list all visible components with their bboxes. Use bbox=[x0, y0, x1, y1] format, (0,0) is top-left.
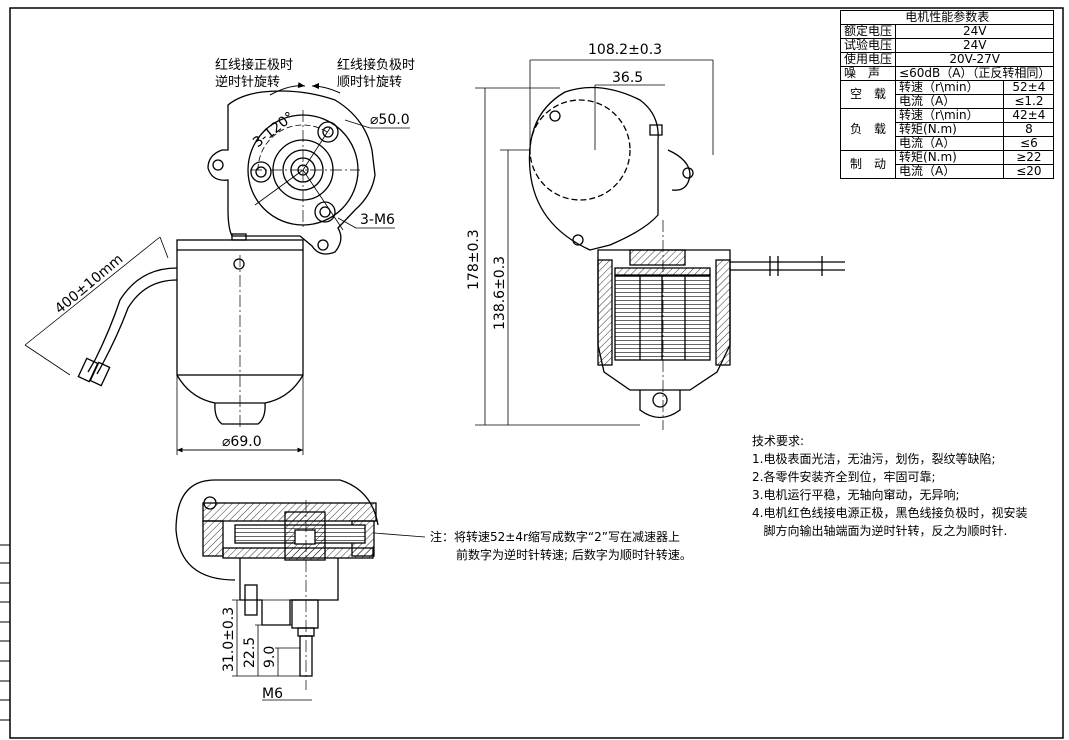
spec-value: 20V-27V bbox=[895, 52, 1055, 67]
spec-label: 转矩(N.m) bbox=[895, 122, 1005, 137]
tech-item: 4.电机红色线接电源正极，黑色线接负极时，视安装 bbox=[752, 506, 1028, 520]
spec-value: 8 bbox=[1003, 122, 1055, 137]
spec-group: 负 载 bbox=[839, 108, 897, 151]
tech-item: 3.电机运行平稳，无轴向窜动，无异响; bbox=[752, 488, 960, 502]
technical-requirements: 技术要求: 1.电极表面光洁，无油污，划伤，裂纹等缺陷; 2.各零件安装齐全到位… bbox=[752, 432, 1027, 540]
spec-label: 额定电压 bbox=[839, 24, 897, 39]
spec-label: 电流（A） bbox=[895, 136, 1005, 151]
tech-title: 技术要求: bbox=[752, 434, 805, 448]
spec-label: 电流（A） bbox=[895, 164, 1005, 179]
spec-group: 制 动 bbox=[839, 150, 897, 179]
spec-value: ≤60dB（A）（正反转相同） bbox=[895, 66, 1055, 81]
spec-label: 使用电压 bbox=[839, 52, 897, 67]
note-line-1: 注：将转速52±4r缩写成数字“2”写在减速器上 bbox=[430, 530, 680, 544]
spec-label: 电流（A） bbox=[895, 94, 1005, 109]
rotation-cw-label-1: 红线接负极时 bbox=[337, 58, 416, 73]
tech-item: 脚方向输出轴端面为逆时针转，反之为顺时针. bbox=[752, 524, 1008, 538]
tech-item: 1.电极表面光洁，无油污，划伤，裂纹等缺陷; bbox=[752, 452, 996, 466]
spec-label: 试验电压 bbox=[839, 38, 897, 53]
tech-item: 2.各零件安装齐全到位，牢固可靠; bbox=[752, 470, 936, 484]
spec-label: 转速（r\min） bbox=[895, 80, 1005, 95]
offset-dim: 36.5 bbox=[612, 70, 644, 86]
spec-group: 空 载 bbox=[839, 80, 897, 109]
speed-note: 注：将转速52±4r缩写成数字“2”写在减速器上 前数字为逆时针转速; 后数字为… bbox=[430, 528, 692, 564]
spec-title: 电机性能参数表 bbox=[839, 10, 1055, 25]
section-view bbox=[175, 479, 426, 701]
height2-dim: 138.6±0.3 bbox=[492, 255, 508, 330]
width-dim: 108.2±0.3 bbox=[588, 42, 663, 58]
spec-label: 噪 声 bbox=[839, 66, 897, 81]
spec-value: ≤6 bbox=[1003, 136, 1055, 151]
side-view bbox=[475, 59, 845, 430]
note-line-2: 前数字为逆时针转速; 后数字为顺时针转速。 bbox=[456, 548, 692, 562]
title-block-lines bbox=[0, 544, 10, 721]
spec-label: 转速（r\min） bbox=[895, 108, 1005, 123]
shaft-b-dim: 9.0 bbox=[262, 645, 278, 668]
sheet-border bbox=[9, 7, 1064, 739]
spec-value: ≤20 bbox=[1003, 164, 1055, 179]
spec-value: 24V bbox=[895, 38, 1055, 53]
spec-value: 52±4 bbox=[1003, 80, 1055, 95]
holes-dim: 3-M6 bbox=[360, 212, 395, 228]
spec-label: 转矩(N.m) bbox=[895, 150, 1005, 165]
rotation-ccw-label-1: 红线接正极时 bbox=[215, 58, 294, 73]
shaft-length-dim: 31.0±0.3 bbox=[221, 606, 237, 672]
spec-value: ≤1.2 bbox=[1003, 94, 1055, 109]
spec-value: 24V bbox=[895, 24, 1055, 39]
rotation-ccw-label-2: 逆时针旋转 bbox=[215, 75, 281, 90]
body-dia-dim: ⌀69.0 bbox=[222, 434, 262, 450]
spec-value: ≥22 bbox=[1003, 150, 1055, 165]
rotation-cw-label-2: 顺时针旋转 bbox=[337, 75, 403, 90]
pcd-dim: ⌀50.0 bbox=[370, 112, 410, 128]
shaft-a-dim: 22.5 bbox=[242, 636, 258, 668]
spec-value: 42±4 bbox=[1003, 108, 1055, 123]
height-dim: 178±0.3 bbox=[466, 229, 482, 290]
thread-dim: M6 bbox=[262, 686, 283, 702]
front-view bbox=[24, 82, 410, 455]
